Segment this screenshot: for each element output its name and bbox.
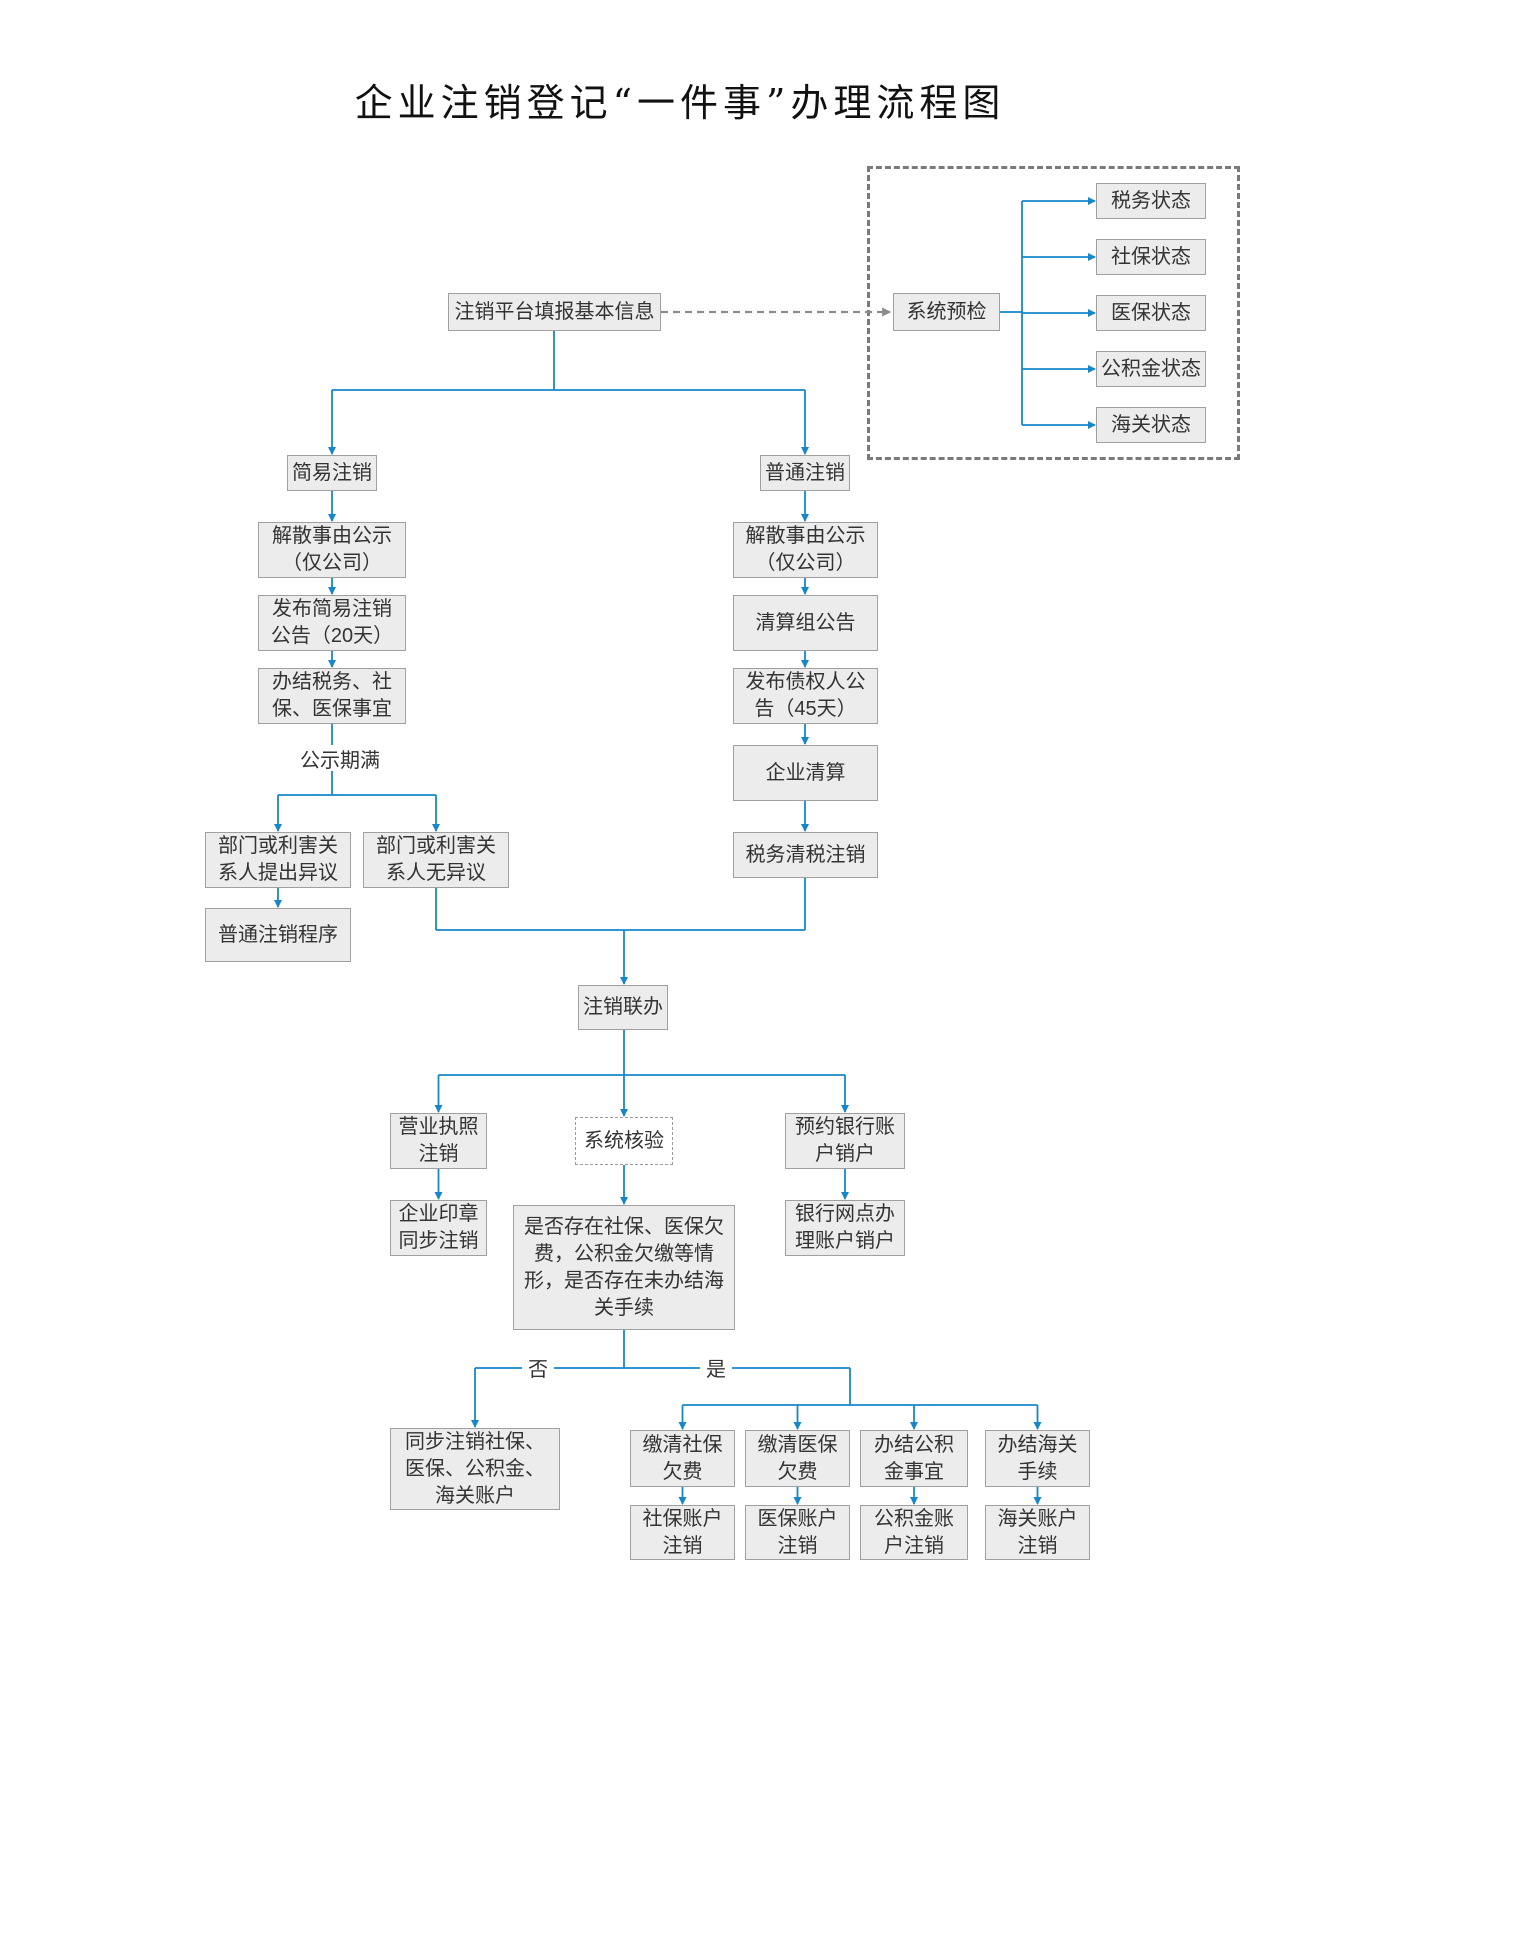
node-customs-account-dereg: 海关账户 注销 (985, 1505, 1090, 1560)
node-fund-account-dereg: 公积金账 户注销 (860, 1505, 968, 1560)
node-company-seal-sync-dereg: 企业印章 同步注销 (390, 1200, 487, 1256)
node-simple-deregistration: 简易注销 (287, 455, 377, 491)
node-platform-basic-info: 注销平台填报基本信息 (448, 293, 661, 331)
node-joint-deregistration: 注销联办 (578, 985, 668, 1030)
label-publicity-period-expired: 公示期满 (292, 745, 388, 772)
node-enterprise-liquidation: 企业清算 (733, 745, 878, 801)
node-sync-dereg-accounts: 同步注销社保、 医保、公积金、 海关账户 (390, 1428, 560, 1510)
node-tax-clearance-dereg: 税务清税注销 (733, 832, 878, 878)
arrow-connectors (274, 197, 1096, 1505)
node-social-account-dereg: 社保账户 注销 (630, 1505, 735, 1560)
node-reserve-bank-account-closure: 预约银行账 户销户 (785, 1113, 905, 1169)
node-status-customs: 海关状态 (1096, 407, 1206, 443)
label-decision-yes: 是 (700, 1353, 732, 1381)
node-settle-customs-procedures: 办结海关 手续 (985, 1430, 1090, 1487)
node-normal-deregistration: 普通注销 (760, 455, 850, 491)
node-no-objection: 部门或利害关 系人无异议 (363, 832, 509, 888)
node-simple-dereg-announcement: 发布简易注销 公告（20天） (258, 595, 406, 651)
node-pay-medical-arrears: 缴清医保 欠费 (745, 1430, 850, 1487)
label-decision-no: 否 (522, 1353, 554, 1381)
node-status-social-insurance: 社保状态 (1096, 239, 1206, 275)
node-status-tax: 税务状态 (1096, 183, 1206, 219)
node-objection-raised: 部门或利害关 系人提出异议 (205, 832, 351, 888)
node-settle-housing-fund: 办结公积 金事宜 (860, 1430, 968, 1487)
node-normal-dereg-procedure: 普通注销程序 (205, 908, 351, 962)
node-liquidation-group-announcement: 清算组公告 (733, 595, 878, 651)
node-dissolution-publicity-normal: 解散事由公示 （仅公司） (733, 522, 878, 578)
node-medical-account-dereg: 医保账户 注销 (745, 1505, 850, 1560)
page-title: 企业注销登记“一件事”办理流程图 (354, 81, 1006, 125)
node-business-license-dereg: 营业执照 注销 (390, 1113, 487, 1169)
node-arrears-check-question: 是否存在社保、医保欠 费，公积金欠缴等情 形，是否存在未办结海 关手续 (513, 1205, 735, 1330)
node-status-housing-fund: 公积金状态 (1096, 351, 1206, 387)
node-settle-tax-social-medical: 办结税务、社 保、医保事宜 (258, 668, 406, 724)
node-system-precheck: 系统预检 (893, 293, 1000, 331)
node-status-medical-insurance: 医保状态 (1096, 295, 1206, 331)
node-system-verification: 系统核验 (575, 1117, 673, 1165)
node-bank-branch-account-closure: 银行网点办 理账户销户 (785, 1200, 905, 1256)
node-dissolution-publicity-simple: 解散事由公示 （仅公司） (258, 522, 406, 578)
node-creditor-announcement: 发布债权人公 告（45天） (733, 668, 878, 724)
node-pay-social-arrears: 缴清社保 欠费 (630, 1430, 735, 1487)
